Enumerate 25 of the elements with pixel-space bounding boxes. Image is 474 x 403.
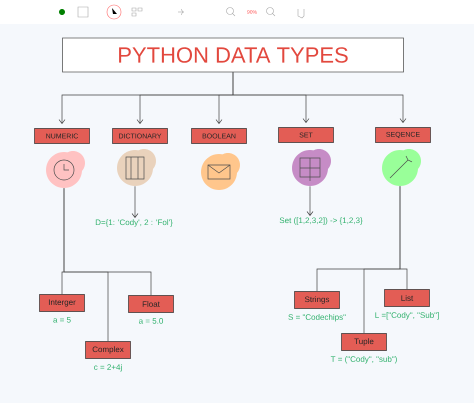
code-example: a = 5.0 xyxy=(139,318,164,324)
code-example: T = ("Cody", "sub") xyxy=(330,356,397,364)
arrow xyxy=(306,186,314,216)
subtype-box: Strings xyxy=(294,291,340,309)
people-icon xyxy=(292,149,331,186)
connector-line xyxy=(64,188,152,296)
subtype-box: List xyxy=(384,289,430,307)
title-box: PYTHON DATA TYPES xyxy=(62,38,404,72)
notebook-icon xyxy=(117,149,156,186)
code-example: L =["Cody", "Sub"] xyxy=(375,312,439,320)
subtype-box: Interger xyxy=(39,294,85,312)
code-example: S = "Codechips" xyxy=(288,314,346,322)
subtype-box: Complex xyxy=(85,341,131,359)
arrow xyxy=(232,72,406,124)
code-example: a = 5 xyxy=(53,317,71,323)
subtype-box: Float xyxy=(128,295,174,313)
arrow xyxy=(132,186,138,218)
code-example: D={1: 'Cody', 2 : 'Fol'} xyxy=(96,219,173,227)
subtype-box: Tuple xyxy=(341,333,387,351)
clock-icon xyxy=(46,151,85,188)
envelope-icon xyxy=(201,153,240,190)
code-example: Set ([1,2,3,2]) -> {1,2,3} xyxy=(280,217,363,225)
code-example: c = 2+4j xyxy=(94,364,122,372)
connector-line xyxy=(400,186,408,290)
wand-icon xyxy=(382,149,421,186)
